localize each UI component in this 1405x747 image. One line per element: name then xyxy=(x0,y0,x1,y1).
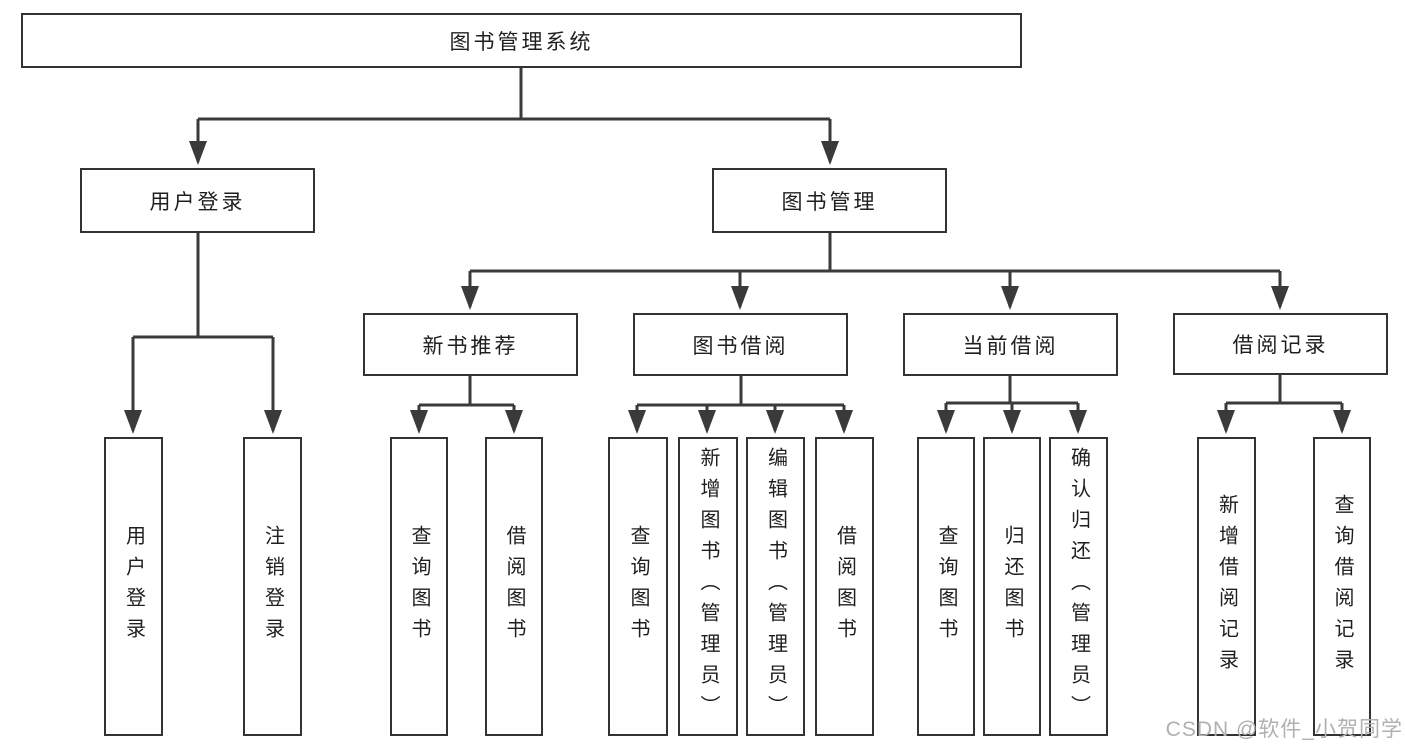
leaf-borrow-books-recommend: 借阅图书 xyxy=(485,437,543,736)
leaf-add-borrow-record: 新增借阅记录 xyxy=(1197,437,1256,736)
node-label: 借阅记录 xyxy=(1232,334,1329,357)
leaf-label: 查询借阅记录 xyxy=(1331,493,1353,680)
leaf-query-books-borrowing: 查询图书 xyxy=(608,437,668,736)
leaf-label: 编辑图书（管理员） xyxy=(764,447,787,726)
leaf-add-books-admin: 新增图书（管理员） xyxy=(678,437,738,736)
node-label: 新书推荐 xyxy=(422,334,519,358)
leaf-label: 新增图书（管理员） xyxy=(697,447,719,726)
leaf-label: 查询图书 xyxy=(935,524,957,649)
leaf-return-books: 归还图书 xyxy=(983,437,1041,736)
leaf-label: 借阅图书 xyxy=(833,524,856,649)
leaf-query-books-current: 查询图书 xyxy=(917,437,975,736)
leaf-label: 归还图书 xyxy=(1001,524,1023,649)
node-borrowing-records: 借阅记录 xyxy=(1173,313,1388,375)
node-book-management: 图书管理 xyxy=(712,168,947,233)
leaf-logout: 注销登录 xyxy=(243,437,302,736)
node-label: 图书借阅 xyxy=(692,334,789,358)
leaf-label: 用户登录 xyxy=(122,524,145,649)
leaf-query-borrow-record: 查询借阅记录 xyxy=(1313,437,1371,736)
node-library-management-system: 图书管理系统 xyxy=(21,13,1022,68)
leaf-confirm-return-admin: 确认归还（管理员） xyxy=(1049,437,1108,736)
leaf-label: 确认归还（管理员） xyxy=(1067,447,1090,726)
leaf-label: 借阅图书 xyxy=(503,524,525,649)
csdn-watermark: CSDN @软件_小贺同学 xyxy=(1165,718,1403,741)
leaf-label: 查询图书 xyxy=(408,524,430,649)
leaf-label: 注销登录 xyxy=(261,524,284,649)
node-book-borrowing: 图书借阅 xyxy=(633,313,848,376)
leaf-user-login: 用户登录 xyxy=(104,437,163,736)
node-label: 当前借阅 xyxy=(962,334,1059,358)
leaf-label: 查询图书 xyxy=(627,524,649,649)
node-label: 图书管理系统 xyxy=(449,30,594,54)
node-label: 图书管理 xyxy=(781,190,878,214)
leaf-borrow-books: 借阅图书 xyxy=(815,437,874,736)
leaf-label: 新增借阅记录 xyxy=(1215,493,1238,680)
leaf-edit-books-admin: 编辑图书（管理员） xyxy=(746,437,805,736)
node-current-borrowing: 当前借阅 xyxy=(903,313,1118,376)
node-new-book-recommendation: 新书推荐 xyxy=(363,313,578,376)
leaf-query-books-recommend: 查询图书 xyxy=(390,437,448,736)
node-user-login: 用户登录 xyxy=(80,168,315,233)
node-label: 用户登录 xyxy=(149,190,246,214)
